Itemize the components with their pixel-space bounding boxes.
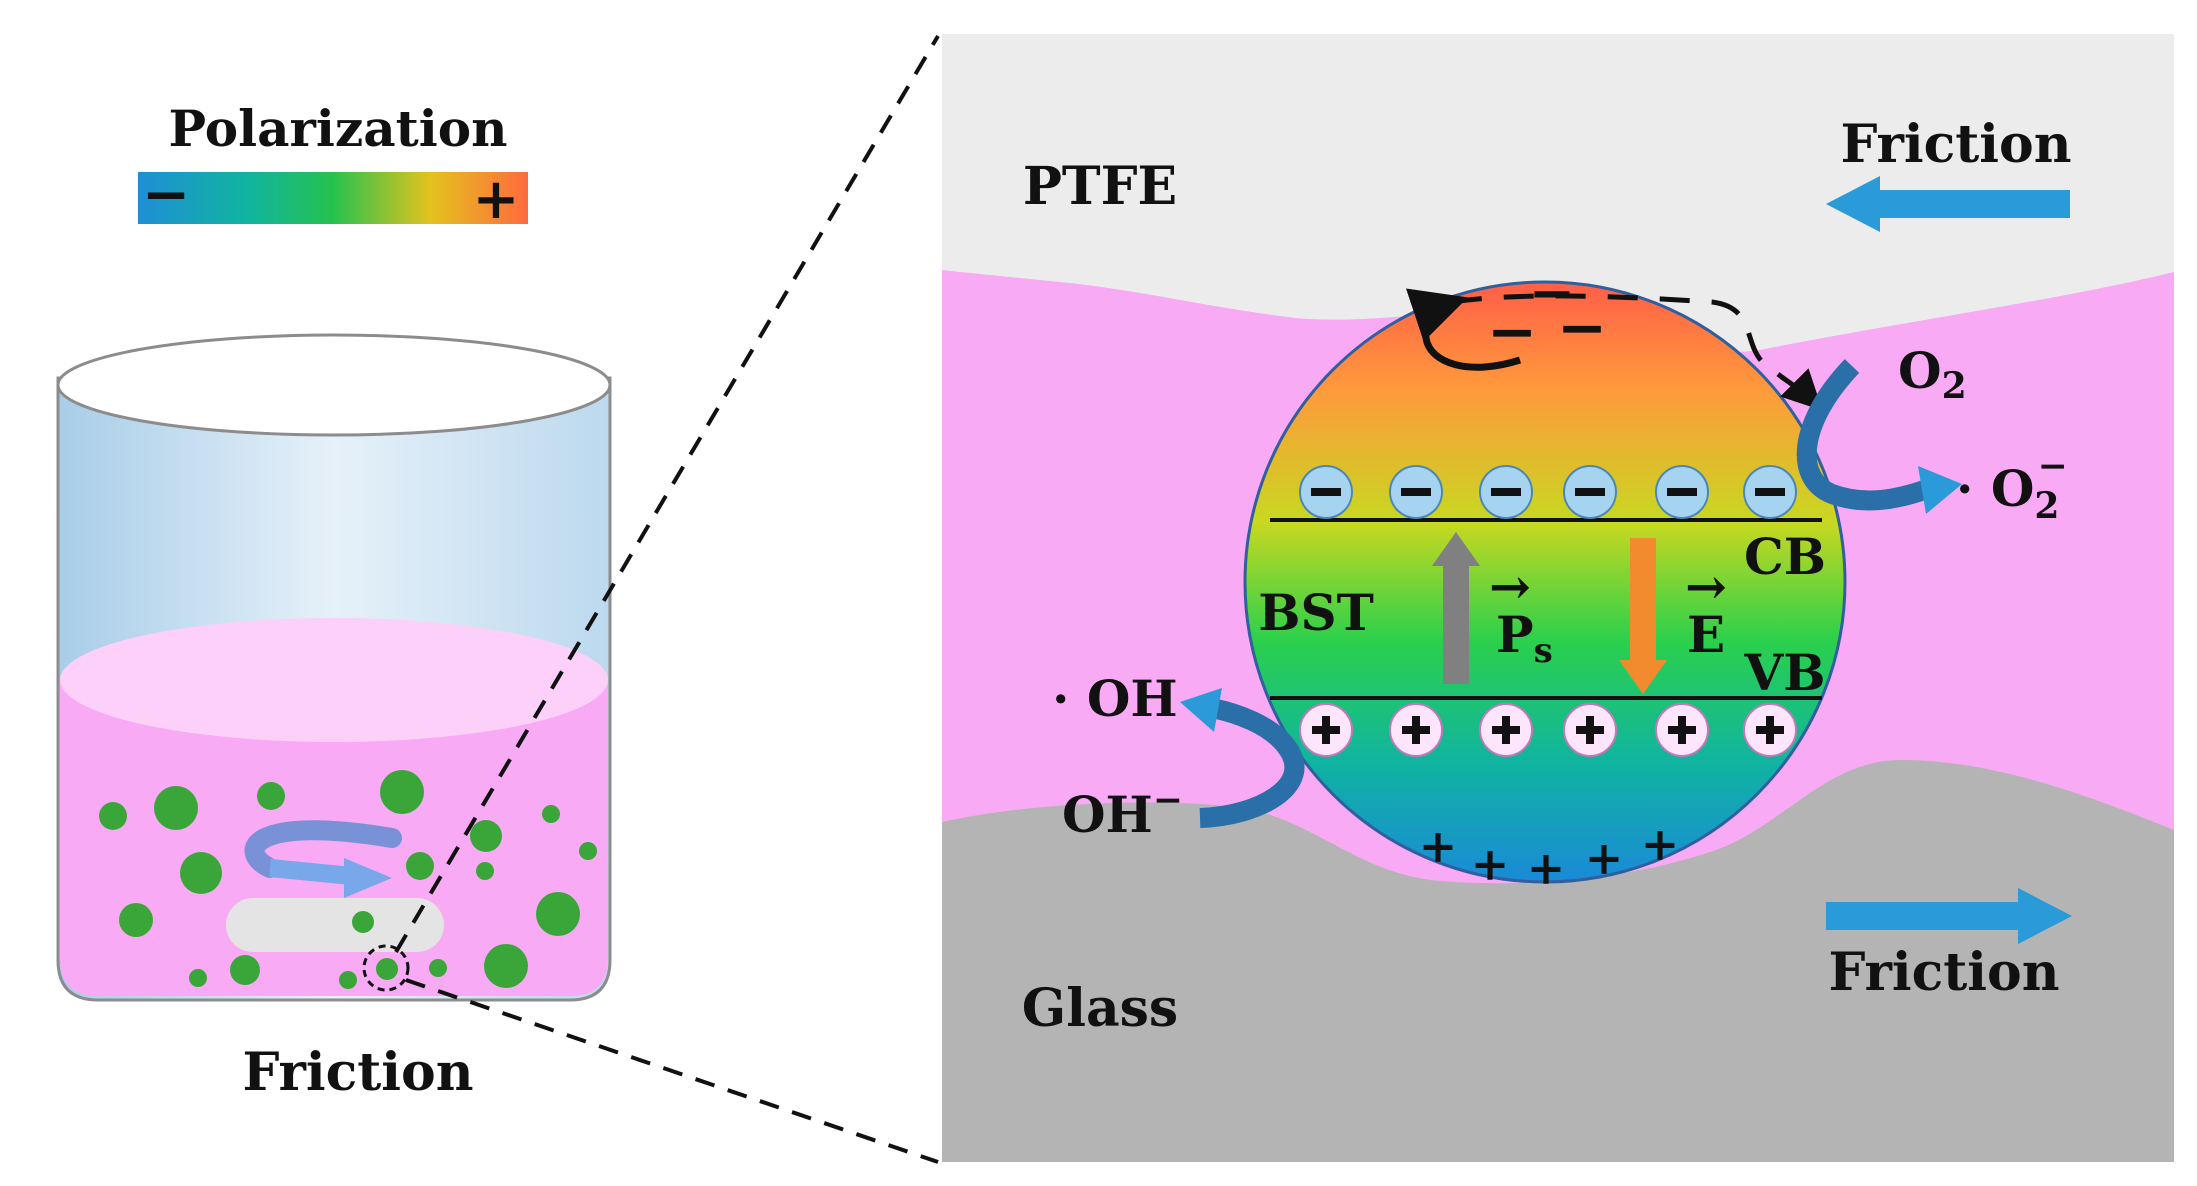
beaker-rim xyxy=(56,333,612,437)
polarization-colorbar xyxy=(138,172,528,224)
bst-bead xyxy=(257,782,285,810)
bst-bead xyxy=(406,852,434,880)
bst-bead xyxy=(579,842,597,860)
bst-bead xyxy=(470,820,502,852)
bst-bead xyxy=(352,911,374,933)
magnetic-stir-bar xyxy=(226,898,444,952)
bst-bead xyxy=(380,770,424,814)
ps-subscript: s xyxy=(1534,631,1553,671)
oxygen-reduction-arrow xyxy=(1796,359,1934,511)
oxygen-main: O xyxy=(1898,341,1942,400)
bst-bead xyxy=(536,892,580,936)
hydroxide-superscript: − xyxy=(1153,779,1183,821)
ps-vector-arrow-mark: → xyxy=(1489,557,1531,616)
top-surface-negative-charges: −− xyxy=(1487,293,1607,367)
bst-bead xyxy=(119,903,153,937)
colorbar-minus-sign: − xyxy=(142,160,191,228)
cb-label: CB xyxy=(1744,527,1826,586)
top-friction-label: Friction xyxy=(1840,114,2071,175)
polarization-legend: Polarization − + xyxy=(138,99,528,232)
bottom-surface-positive-charges: +++++ xyxy=(1419,817,1680,895)
superoxide-superscript: − xyxy=(2037,445,2067,487)
hydroxide-oxidation-arrowhead xyxy=(1180,688,1222,732)
bst-bead xyxy=(189,969,207,987)
ps-symbol: Ps xyxy=(1496,605,1553,671)
cb-electron xyxy=(1299,465,1353,519)
surface-hole-sign: + xyxy=(1527,841,1566,895)
superoxide-label: · O2− xyxy=(1956,445,2068,527)
vb-label: VB xyxy=(1743,643,1825,702)
zoom-line-bottom xyxy=(405,978,939,1164)
hydroxide-oxidation-arrow xyxy=(1199,698,1305,828)
cb-electron xyxy=(1389,465,1443,519)
polarization-title: Polarization xyxy=(169,99,508,158)
ptfe-region xyxy=(942,34,2174,353)
vb-hole-row xyxy=(1299,703,1797,757)
vb-hole xyxy=(1563,703,1617,757)
hydroxide-label: OH− xyxy=(1062,779,1183,844)
reaction-beaker xyxy=(56,333,612,1002)
bst-bead xyxy=(476,862,494,880)
vb-hole xyxy=(1655,703,1709,757)
dashed-path-minus: − xyxy=(1529,260,1576,326)
superoxide-main: · O xyxy=(1956,459,2034,518)
bst-bead xyxy=(339,971,357,989)
colorbar-plus-sign: + xyxy=(473,166,520,232)
electron-transfer-dashed-path xyxy=(1451,293,1823,411)
bst-bead xyxy=(429,959,447,977)
vb-hole xyxy=(1299,703,1353,757)
e-vector-arrow-mark: → xyxy=(1685,557,1727,616)
bst-bead xyxy=(99,802,127,830)
surface-hole-sign: + xyxy=(1471,837,1510,891)
bst-bead xyxy=(230,955,260,985)
cb-electron-row xyxy=(1299,465,1797,519)
spontaneous-polarization-arrow xyxy=(1432,532,1480,684)
surface-electron-sign: − xyxy=(1487,297,1537,367)
bottom-friction-arrow xyxy=(1826,888,2072,944)
solution-surface xyxy=(60,618,608,742)
surface-hole-sign: + xyxy=(1641,817,1680,871)
top-friction-arrow xyxy=(1826,176,2070,232)
bst-bead xyxy=(154,786,198,830)
interface-zoom-panel: PTFE Glass Friction Friction BST CB VB →… xyxy=(942,34,2174,1162)
electric-field-arrow xyxy=(1619,538,1667,694)
glass-label: Glass xyxy=(1022,978,1178,1039)
bst-bead xyxy=(180,852,222,894)
hydroxyl-radical-label: · OH xyxy=(1052,669,1178,728)
surface-hole-sign: + xyxy=(1585,831,1624,885)
ps-main: P xyxy=(1496,605,1534,664)
electron-curl-arrow xyxy=(1405,288,1522,371)
cb-electron xyxy=(1655,465,1709,519)
oxygen-reduction-arrowhead xyxy=(1918,466,1962,514)
ptfe-label: PTFE xyxy=(1023,156,1177,217)
superoxide-subscript: 2 xyxy=(2034,485,2059,527)
bottom-friction-label: Friction xyxy=(1828,942,2059,1003)
hydroxide-main: OH xyxy=(1062,785,1153,844)
oxygen-subscript: 2 xyxy=(1942,365,1967,407)
e-symbol: E xyxy=(1687,605,1725,664)
vb-hole xyxy=(1389,703,1443,757)
beaker-friction-caption: Friction xyxy=(242,1042,473,1103)
zoom-line-top xyxy=(394,34,940,954)
cb-electron xyxy=(1743,465,1797,519)
vb-hole xyxy=(1743,703,1797,757)
bst-particle: BST CB VB → Ps → E −− +++++ xyxy=(1243,280,1847,895)
stirring-rotation-arrow xyxy=(244,820,402,898)
bst-label: BST xyxy=(1258,583,1374,642)
glass-region xyxy=(942,760,2174,1162)
oxygen-label: O2 xyxy=(1898,341,1967,407)
surface-electron-sign: − xyxy=(1557,293,1607,363)
zoom-highlight-circle xyxy=(362,944,410,992)
vb-hole xyxy=(1479,703,1533,757)
bst-particle-dispersion xyxy=(99,770,597,989)
bst-bead xyxy=(484,944,528,988)
cb-electron xyxy=(1563,465,1617,519)
bst-bead xyxy=(542,805,560,823)
cb-electron xyxy=(1479,465,1533,519)
surface-hole-sign: + xyxy=(1419,819,1458,873)
bst-bead xyxy=(376,958,398,980)
